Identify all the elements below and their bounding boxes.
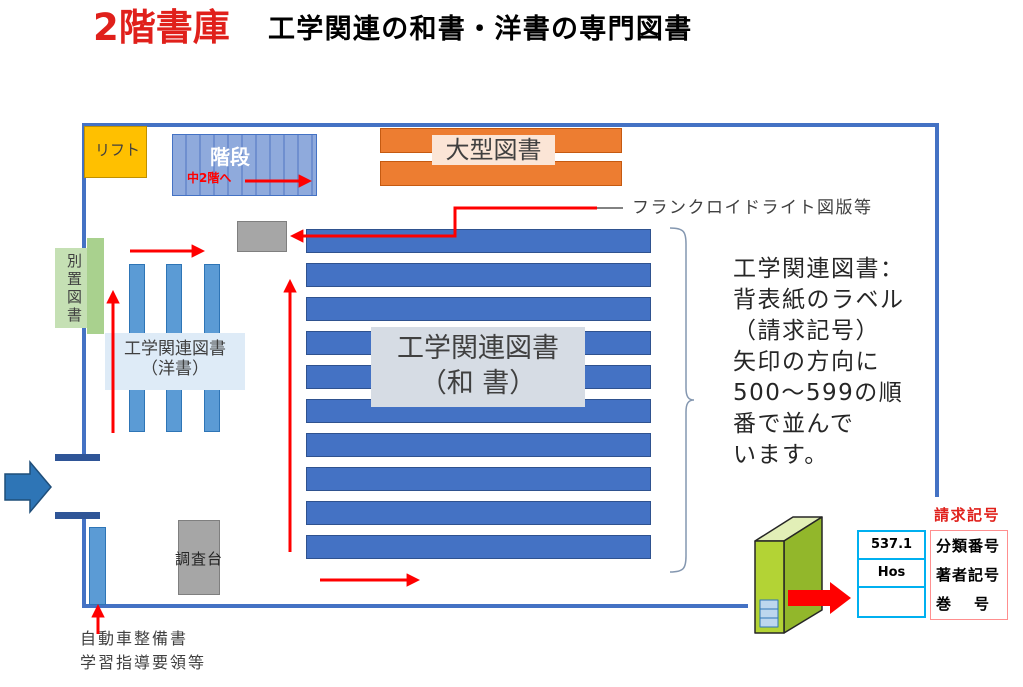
western-books-label-line2: （洋書） xyxy=(141,359,209,379)
stairs-label: 階段 xyxy=(210,145,250,169)
large-books-label: 大型図書 xyxy=(432,135,555,165)
explanation-line: 矢印の方向に xyxy=(733,349,880,375)
frank-lloyd-wright-pointer-arrow xyxy=(289,206,597,243)
explanation-line: （請求記号） xyxy=(733,318,880,344)
japanese-books-shelf xyxy=(306,263,651,287)
japanese-books-shelf xyxy=(306,501,651,525)
japanese-books-shelf xyxy=(306,229,651,253)
book-spine-label-icon xyxy=(759,599,779,628)
large-books-shelf xyxy=(380,161,622,186)
browsing-route xyxy=(91,174,597,634)
legend-classification: 分類番号 xyxy=(936,537,1001,555)
frank-lloyd-wright-label: フランクロイドライト図版等 xyxy=(632,198,873,218)
corner-shelf-label-line2: 学習指導要領等 xyxy=(80,653,207,672)
separate-books-shelf xyxy=(87,238,104,334)
japanese-books-bracket xyxy=(669,227,695,573)
entrance-upper-post xyxy=(55,454,100,461)
japanese-books-label-line1: 工学関連図書 xyxy=(397,333,559,364)
call-number-heading: 請求記号 xyxy=(934,506,1001,524)
frank-lloyd-wright-shelf xyxy=(237,221,287,252)
stairs-mezzanine-label: 中2階へ xyxy=(187,171,232,185)
explanation-line: 工学関連図書： xyxy=(733,256,905,282)
explanation-line: 番で並んで xyxy=(733,411,855,437)
japanese-books-shelf xyxy=(306,297,651,321)
research-table-label: 調査台 xyxy=(175,550,224,568)
page-subtitle: 工学関連の和書・洋書の専門図書 xyxy=(268,14,693,45)
explanation-line: 背表紙のラベル xyxy=(733,287,905,313)
western-books-label-line1: 工学関連図書 xyxy=(124,339,226,359)
call-number-author: Hos xyxy=(859,560,924,588)
separate-books-label: 別置図書 xyxy=(65,253,83,325)
entrance-lower-post xyxy=(55,512,100,519)
legend-author: 著者記号 xyxy=(936,566,1001,584)
entrance-arrow-icon xyxy=(4,459,52,515)
stairs-box xyxy=(172,134,317,196)
lift-label: リフト xyxy=(95,141,141,159)
japanese-books-label-line2: （和 書） xyxy=(419,368,537,399)
japanese-books-shelf xyxy=(306,433,651,457)
explanation-line: います。 xyxy=(733,442,829,468)
call-number-legend: 分類番号 著者記号 巻 号 xyxy=(930,530,1008,620)
corner-shelf-label: 自動車整備書 学習指導要領等 xyxy=(80,627,206,675)
corner-shelf-label-line1: 自動車整備書 xyxy=(80,629,189,648)
book-icon xyxy=(754,516,823,634)
call-number-classification: 537.1 xyxy=(859,532,924,560)
japanese-books-label: 工学関連図書 （和 書） xyxy=(371,327,585,407)
page-title: 2階書庫 xyxy=(93,6,230,49)
western-books-label: 工学関連図書 （洋書） xyxy=(105,333,245,390)
separate-books-box xyxy=(55,248,88,328)
legend-volume: 巻 号 xyxy=(936,595,994,613)
research-table xyxy=(178,520,220,595)
shelving-explanation: 工学関連図書： 背表紙のラベル （請求記号） 矢印の方向に 500～599の順 … xyxy=(733,254,905,471)
label-pointer-arrow-icon xyxy=(788,582,851,614)
explanation-line: 500～599の順 xyxy=(733,380,904,406)
spine-call-number-label: 537.1 Hos xyxy=(857,530,926,618)
japanese-books-shelf xyxy=(306,535,651,559)
japanese-books-shelf xyxy=(306,467,651,491)
lift-box xyxy=(84,126,147,178)
spine-label-rect xyxy=(759,599,779,628)
